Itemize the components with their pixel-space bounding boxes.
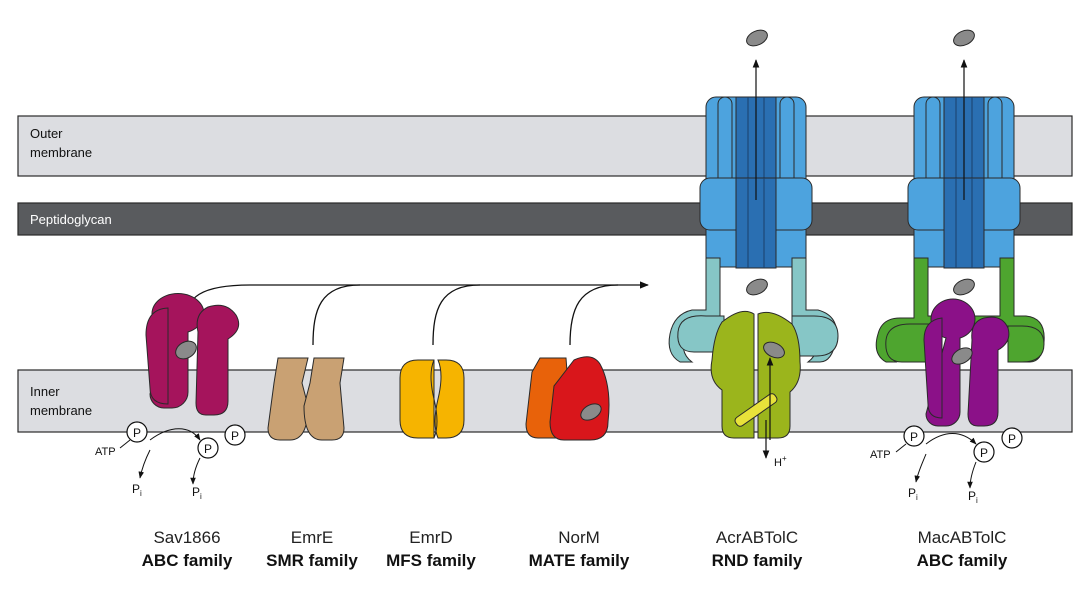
phosphate-label: P [980, 446, 988, 460]
transport-arrows [185, 281, 649, 346]
svg-text:Pi: Pi [908, 486, 918, 502]
transporter-family: RND family [711, 551, 803, 570]
sav1866-transporter [145, 293, 240, 416]
transporter-name: MacABTolC [917, 528, 1007, 547]
transporter-name: EmrD [409, 528, 453, 547]
peptidoglycan-layer: Peptidoglycan [17, 202, 1073, 236]
label-norm: NorM MATE family [504, 527, 654, 573]
sav1866-atp-label: ATP [95, 446, 116, 458]
svg-text:Pi: Pi [132, 482, 142, 498]
label-emrd: EmrD MFS family [356, 527, 506, 573]
phosphate-label: P [231, 429, 239, 443]
sav1866-phosphate-labels: P P P ATP Pi Pi [95, 421, 246, 501]
svg-text:Pi: Pi [192, 485, 202, 501]
transporter-family: ABC family [141, 551, 233, 570]
macabtolc-atp-label: ATP [870, 449, 891, 461]
phosphate-label: P [1008, 432, 1016, 446]
emre-transporter [267, 357, 345, 441]
transporter-name: Sav1866 [153, 528, 221, 547]
transporter-family: MFS family [386, 551, 476, 570]
svg-text:Pi: Pi [968, 489, 978, 505]
norm-transporter [525, 356, 610, 441]
label-emre: EmrE SMR family [237, 527, 387, 573]
transporter-family: SMR family [266, 551, 358, 570]
transporter-family: MATE family [528, 551, 630, 570]
peptidoglycan-label: Peptidoglycan [30, 212, 112, 227]
transporter-name: AcrABTolC [715, 528, 799, 547]
label-acrabtolc: AcrABTolC RND family [682, 527, 832, 573]
acrabtolc-annotations: H+ [746, 29, 787, 469]
transporter-name: EmrE [290, 528, 334, 547]
acrabtolc-acrb [710, 310, 801, 439]
macabtolc-maca [875, 257, 1045, 363]
label-sav1866: Sav1866 ABC family [112, 527, 262, 573]
phosphate-label: P [204, 442, 212, 456]
macabtolc-macb [923, 298, 1010, 427]
svg-text:H+: H+ [774, 454, 787, 469]
phosphate-label: P [910, 430, 918, 444]
emrd-transporter [399, 359, 465, 439]
transporter-name: NorM [558, 528, 600, 547]
label-macabtolc: MacABTolC ABC family [887, 527, 1037, 573]
macabtolc-annotations: P P P ATP Pi Pi [870, 29, 1023, 505]
phosphate-label: P [133, 426, 141, 440]
transporter-family: ABC family [916, 551, 1008, 570]
acrabtolc-acra [668, 257, 839, 363]
